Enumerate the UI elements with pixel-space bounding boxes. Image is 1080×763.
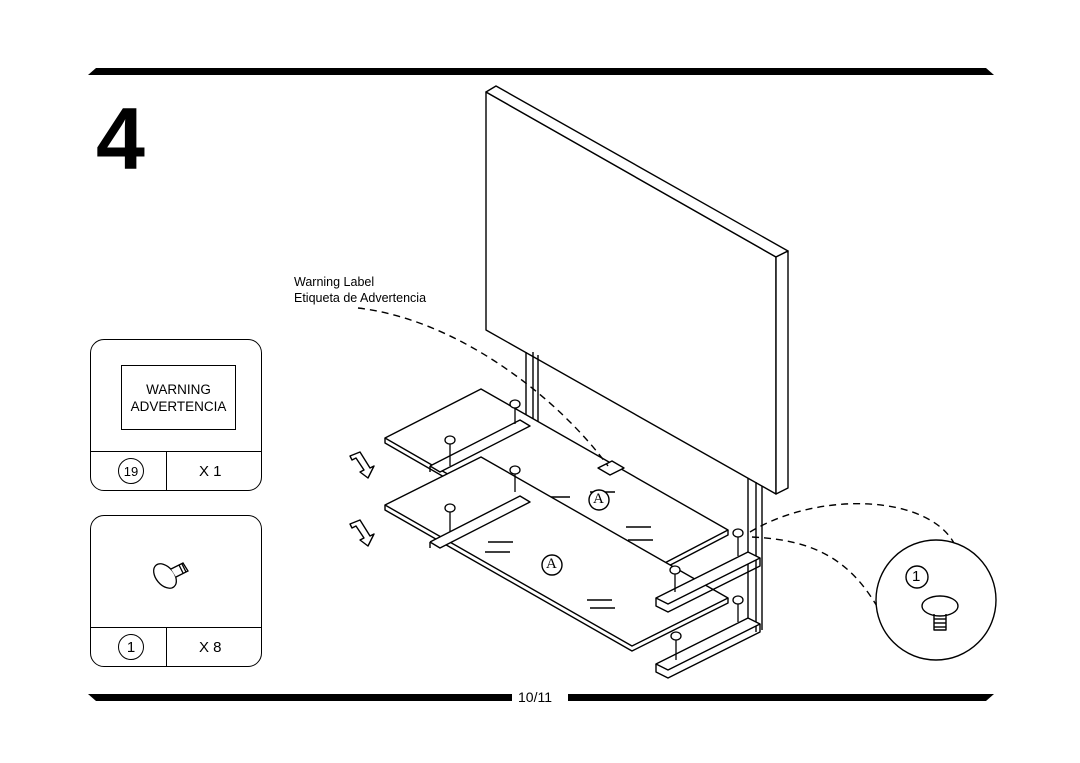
detail-part-circle bbox=[905, 565, 929, 589]
shelf-pins bbox=[444, 399, 744, 660]
divider bbox=[166, 451, 167, 491]
lower-shelf bbox=[384, 456, 729, 652]
shelf-pin bbox=[509, 399, 521, 424]
detail-leader-upper bbox=[749, 502, 956, 546]
shelf-pin bbox=[670, 631, 682, 660]
divider bbox=[91, 451, 261, 452]
page-number: 10/11 bbox=[516, 689, 554, 705]
part-number-badge: 1 bbox=[118, 634, 144, 660]
shelf-pin bbox=[444, 435, 456, 466]
callout-label-es: Etiqueta de Advertencia bbox=[294, 291, 427, 305]
part-box-shelf-pin: 1 X 8 bbox=[90, 515, 262, 667]
right-frame-rails bbox=[655, 551, 761, 679]
warning-label-callout: Warning Label Etiqueta de Advertencia bbox=[294, 274, 426, 306]
header-rule bbox=[88, 68, 994, 75]
down-arrow-lower-icon bbox=[349, 519, 375, 547]
warning-label-sticker bbox=[597, 460, 625, 476]
detail-part-number: 1 bbox=[912, 568, 921, 585]
shelf-pin bbox=[732, 528, 744, 556]
footer-rule-left bbox=[88, 694, 512, 701]
shelf-pin-icon bbox=[153, 562, 189, 589]
divider bbox=[166, 627, 167, 667]
part-box-warning-label: WARNING ADVERTENCIA 19 X 1 bbox=[90, 339, 262, 491]
part-quantity: X 8 bbox=[199, 639, 222, 656]
shelf-marker-upper-circle bbox=[588, 489, 610, 511]
footer-rule-right bbox=[568, 694, 994, 701]
shelf-marker-upper: A bbox=[593, 491, 604, 507]
shelf-pin bbox=[509, 465, 521, 492]
left-frame-rails bbox=[429, 419, 531, 549]
step-number: 4 bbox=[96, 89, 145, 188]
warning-label-line-1: WARNING bbox=[146, 381, 211, 397]
warning-label-illustration: WARNING ADVERTENCIA bbox=[121, 365, 236, 430]
shelf-marker-lower: A bbox=[546, 556, 557, 572]
down-arrow-upper-icon bbox=[349, 451, 375, 479]
callout-leader bbox=[357, 307, 609, 467]
shelf-marker-lower-circle bbox=[541, 554, 563, 576]
detail-shelf-pin-icon bbox=[921, 595, 959, 631]
shelf-pin bbox=[444, 503, 456, 532]
detail-leader-lower bbox=[751, 536, 879, 609]
shelf-pin bbox=[732, 595, 744, 622]
divider bbox=[91, 627, 261, 628]
part-number-badge: 19 bbox=[118, 458, 144, 484]
warning-label-line-2: ADVERTENCIA bbox=[130, 398, 227, 414]
part-quantity: X 1 bbox=[199, 463, 222, 480]
callout-label-en: Warning Label bbox=[294, 275, 375, 289]
shelf-pin bbox=[669, 565, 681, 592]
headboard-panel bbox=[485, 85, 789, 495]
